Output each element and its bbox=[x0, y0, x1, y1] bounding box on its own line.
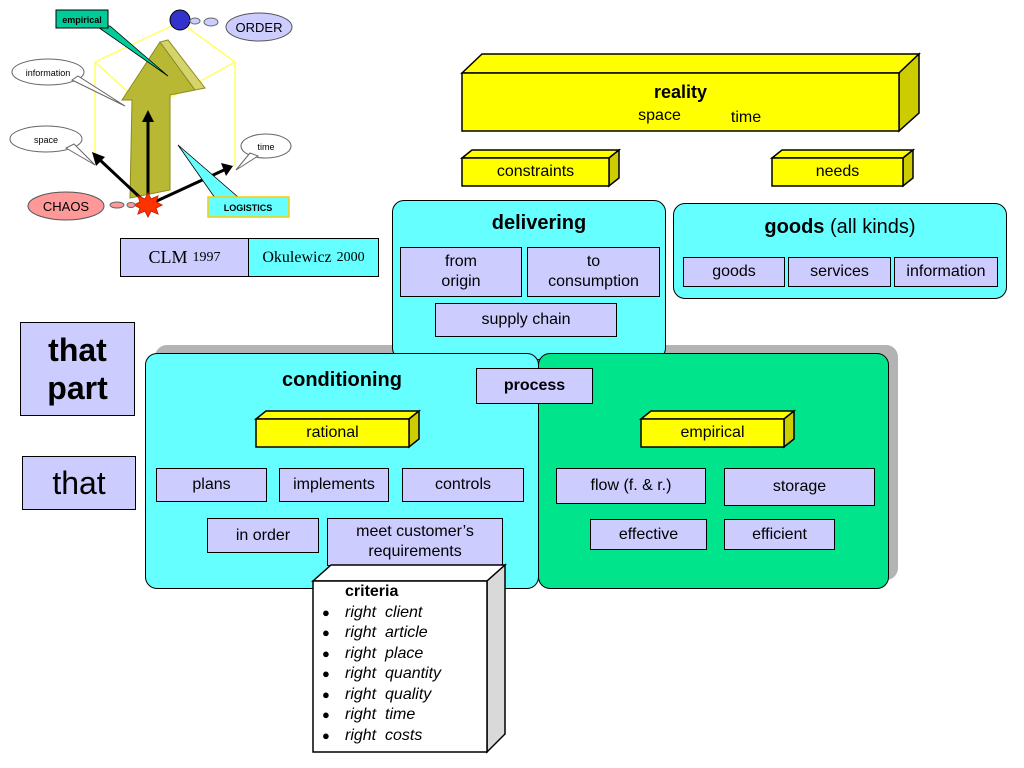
chaos-order-cube-diagram: ORDER CHAOS information space time empir… bbox=[9, 9, 293, 221]
goods-item-goods: goods bbox=[683, 257, 785, 287]
criteria-title: criteria bbox=[345, 583, 399, 600]
supply-chain-box: supply chain bbox=[435, 303, 617, 337]
storage-box: storage bbox=[724, 468, 875, 506]
controls-box: controls bbox=[402, 468, 524, 502]
meet-requirements-box: meet customer’s requirements bbox=[327, 518, 503, 566]
empirical-callout: empirical bbox=[55, 9, 169, 77]
credit-clm-name: CLM bbox=[148, 247, 188, 267]
to-consumption-line1: to bbox=[586, 253, 601, 270]
meet-line1: meet customer’s bbox=[356, 523, 474, 540]
needs-box-shape bbox=[769, 148, 916, 188]
credit-clm-year: 1997 bbox=[192, 249, 221, 265]
credit-clm: CLM 1997 bbox=[120, 238, 249, 277]
to-consumption-box: to consumption bbox=[527, 247, 660, 297]
criteria-item: right time bbox=[313, 705, 487, 726]
criteria-list: right client right article right place r… bbox=[313, 603, 487, 747]
credit-okulewicz-name: Okulewicz bbox=[262, 248, 332, 266]
empirical-label: empirical bbox=[62, 15, 102, 25]
implements-box: implements bbox=[279, 468, 389, 502]
goods-title-bold: goods bbox=[764, 216, 825, 238]
criteria-content: criteria right client right article righ… bbox=[313, 582, 487, 746]
reality-time: time bbox=[730, 109, 762, 126]
in-order-box: in order bbox=[207, 518, 319, 553]
goods-title: goods (all kinds) bbox=[673, 216, 1007, 239]
rational-box-shape bbox=[253, 409, 422, 449]
efficient-box: efficient bbox=[724, 519, 835, 550]
criteria-item: right client bbox=[313, 603, 487, 624]
order-ball-icon bbox=[169, 9, 191, 31]
delivering-title: delivering bbox=[491, 212, 587, 234]
chaos-cloud: CHAOS bbox=[27, 191, 136, 221]
constraints-label: constraints bbox=[496, 163, 575, 180]
criteria-item: right quality bbox=[313, 685, 487, 706]
to-consumption-line2: consumption bbox=[548, 273, 639, 290]
empirical-box-shape bbox=[638, 409, 797, 449]
time-bubble: time bbox=[235, 133, 292, 171]
conditioning-title: conditioning bbox=[282, 369, 402, 391]
empirical-label-box: empirical bbox=[680, 424, 745, 441]
that-part-line2: part bbox=[47, 370, 108, 406]
goods-title-rest: (all kinds) bbox=[824, 216, 916, 238]
that-part-line1: that bbox=[48, 332, 107, 368]
from-origin-line2: origin bbox=[441, 273, 481, 290]
time-label: time bbox=[257, 142, 274, 152]
needs-label: needs bbox=[815, 163, 860, 180]
flow-box: flow (f. & r.) bbox=[556, 468, 706, 504]
logistics-callout: LOGISTICS bbox=[177, 144, 290, 218]
reality-box-shape bbox=[460, 52, 921, 133]
order-cloud: ORDER bbox=[225, 12, 293, 42]
effective-box: effective bbox=[590, 519, 707, 550]
criteria-item: right place bbox=[313, 644, 487, 665]
space-label: space bbox=[34, 135, 58, 145]
reality-space: space bbox=[638, 107, 681, 124]
plans-box: plans bbox=[156, 468, 267, 502]
constraints-box-shape bbox=[459, 148, 622, 188]
information-label: information bbox=[26, 68, 71, 78]
credit-okulewicz: Okulewicz 2000 bbox=[248, 238, 379, 277]
logistics-label: LOGISTICS bbox=[224, 203, 273, 213]
process-box: process bbox=[476, 368, 593, 404]
chaos-label: CHAOS bbox=[43, 199, 90, 214]
goods-item-services: services bbox=[788, 257, 891, 287]
that-box: that bbox=[22, 456, 136, 510]
order-label: ORDER bbox=[236, 20, 283, 35]
from-origin-line1: from bbox=[445, 253, 477, 270]
criteria-item: right quantity bbox=[313, 664, 487, 685]
from-origin-box: from origin bbox=[400, 247, 522, 297]
meet-line2: requirements bbox=[368, 543, 462, 560]
credit-okulewicz-year: 2000 bbox=[336, 249, 365, 265]
information-bubble: information bbox=[11, 58, 126, 107]
space-bubble: space bbox=[9, 125, 96, 166]
goods-item-information: information bbox=[894, 257, 998, 287]
reality-title: reality bbox=[653, 82, 708, 102]
criteria-item: right article bbox=[313, 623, 487, 644]
chaos-burst-icon bbox=[132, 191, 164, 219]
criteria-item: right costs bbox=[313, 726, 487, 747]
that-part-box: that part bbox=[20, 322, 135, 416]
rational-label: rational bbox=[306, 424, 359, 441]
